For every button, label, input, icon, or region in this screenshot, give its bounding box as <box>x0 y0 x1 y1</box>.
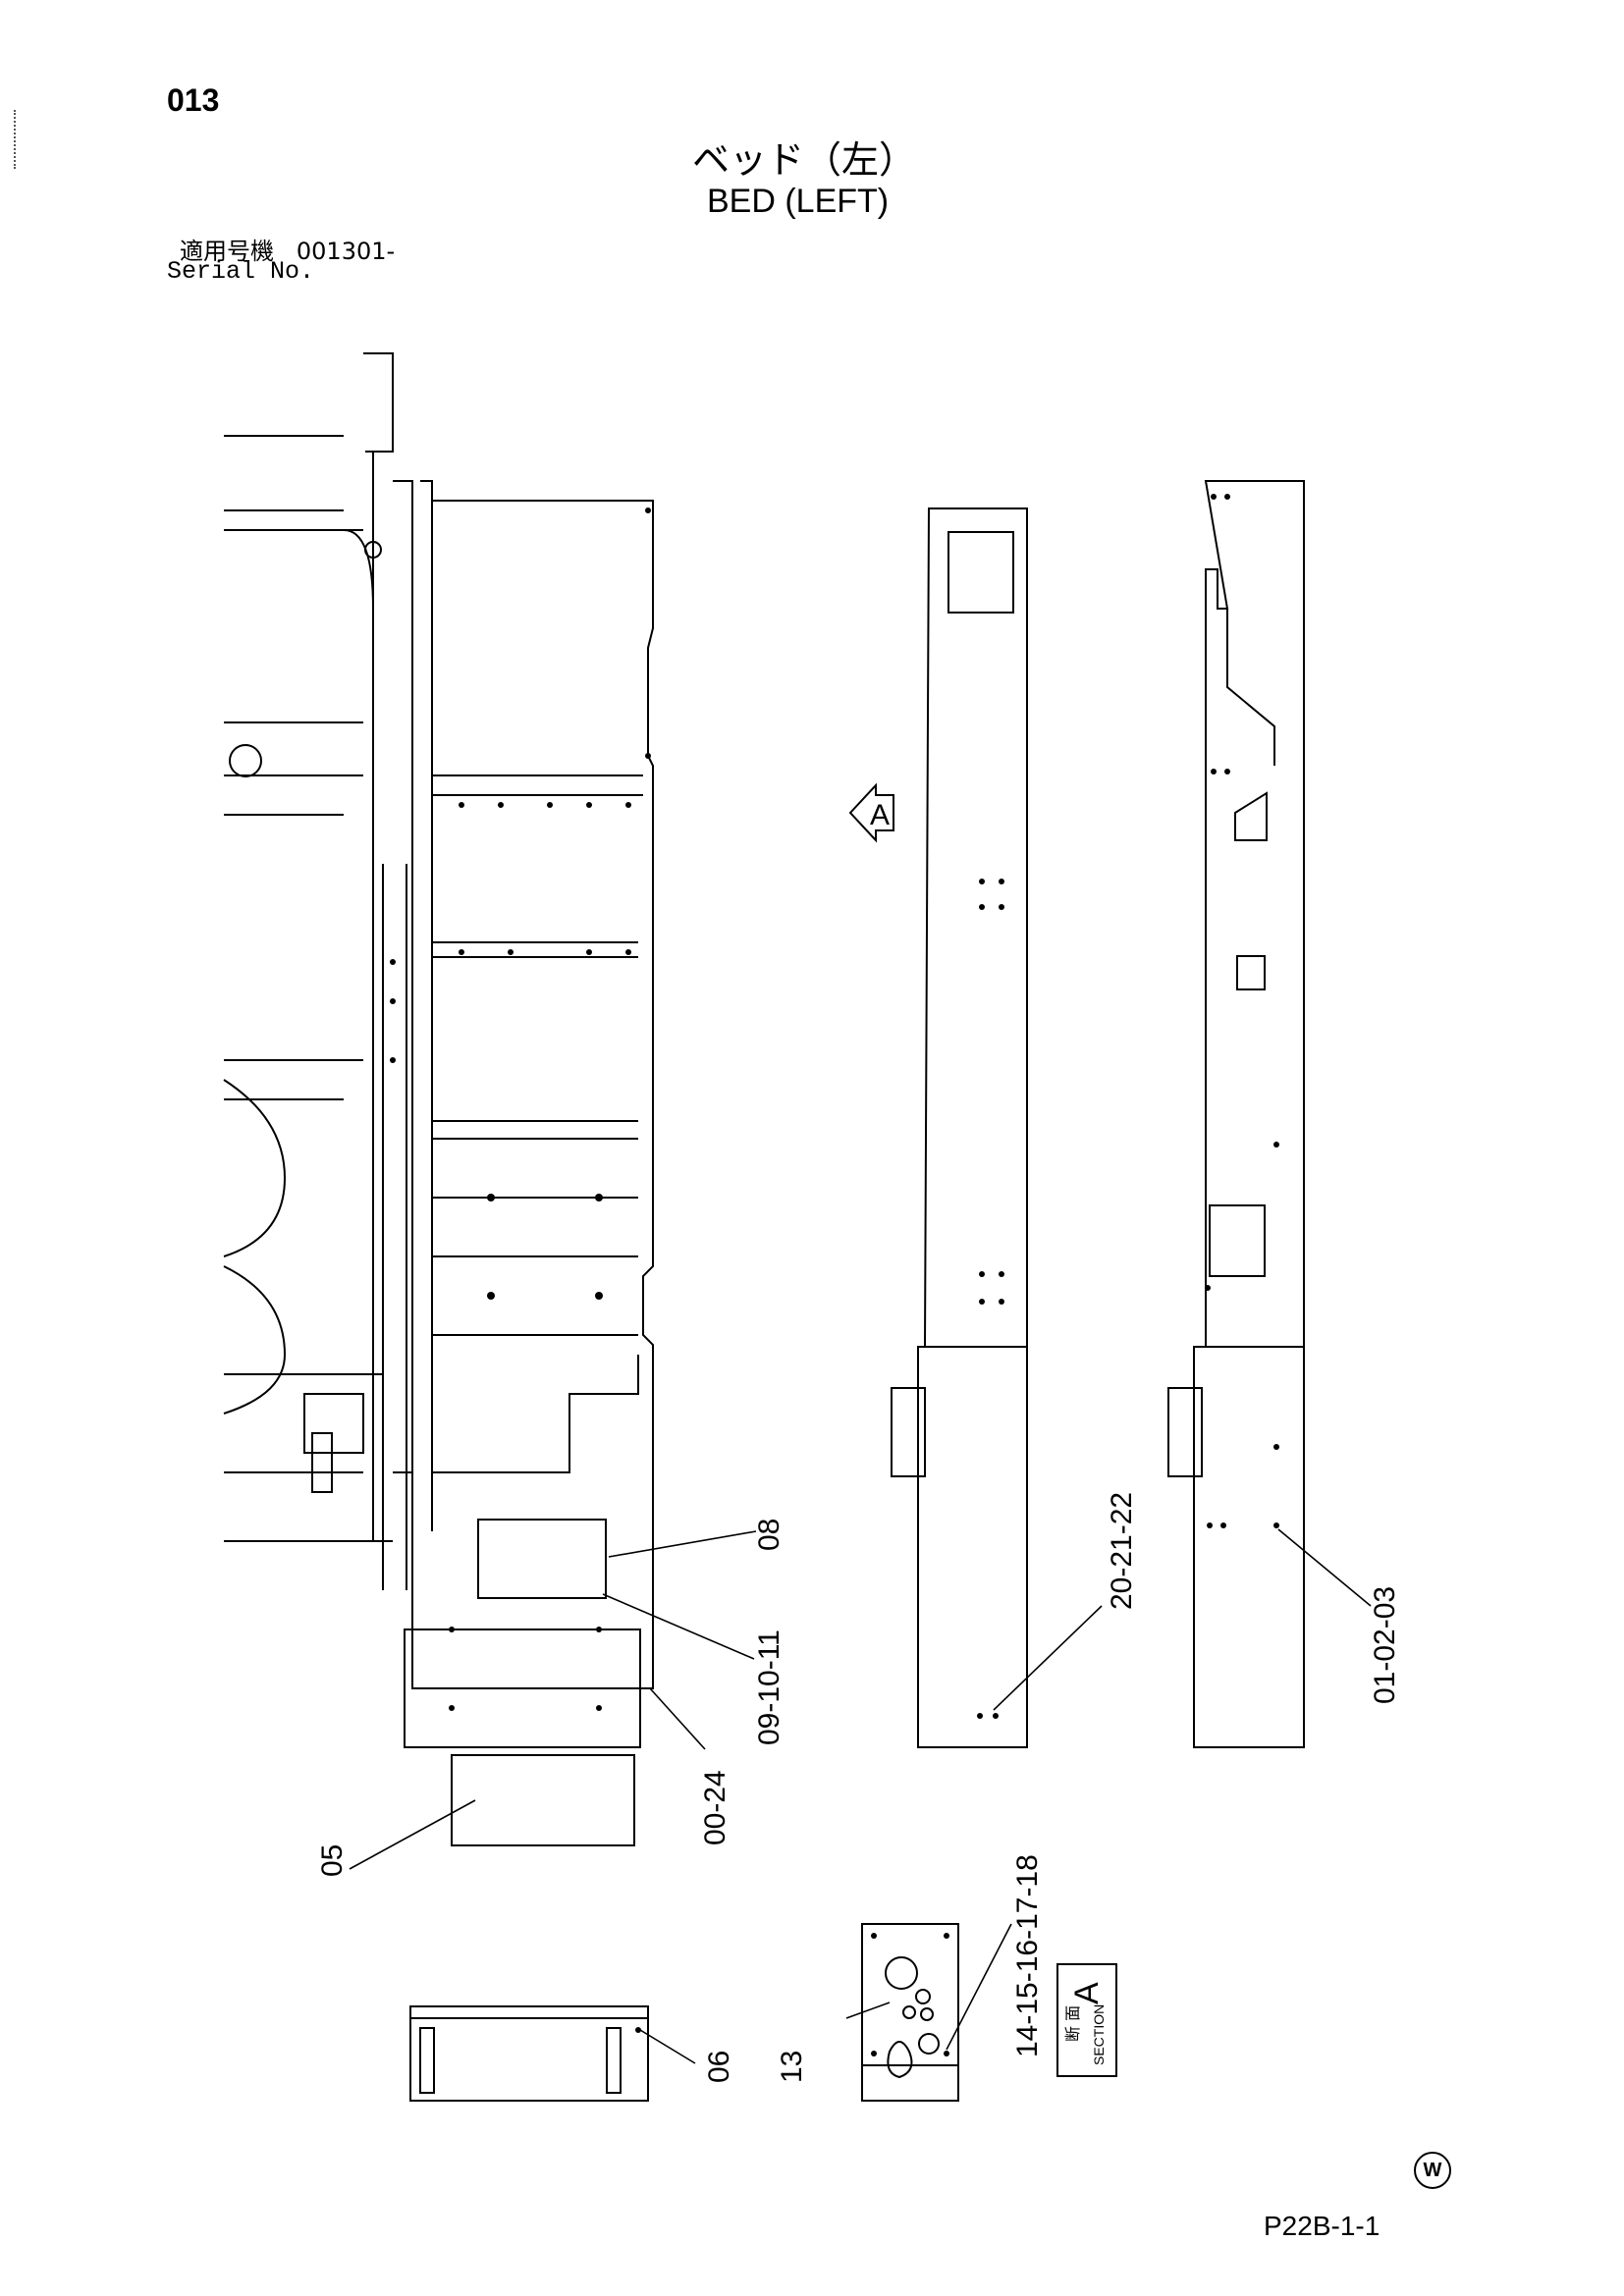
serial-number-value: 001301- <box>296 238 396 265</box>
page-title-japanese: ベッド（左） <box>692 138 917 182</box>
side-panel-front-view <box>848 507 1028 1748</box>
section-a-label-box <box>1056 1963 1117 2077</box>
callout-06: 06 <box>703 2051 735 2083</box>
serial-label-english: Serial No. <box>167 257 315 286</box>
side-panel-rear-view <box>1167 480 1305 1748</box>
serial-label-japanese: 適用号機 <box>180 238 274 265</box>
callout-20-21-22: 20-21-22 <box>1106 1492 1138 1610</box>
section-letter: A <box>1068 1982 1106 2004</box>
section-a-plate <box>861 1923 959 2102</box>
main-bed-assembly <box>223 352 654 1846</box>
w-mark: W <box>1414 2152 1451 2189</box>
callout-09-10-11: 09-10-11 <box>753 1629 785 1745</box>
margin-tick-marks <box>14 110 20 169</box>
lower-bracket <box>409 2005 649 2102</box>
section-label-english: SECTION <box>1091 2004 1107 2065</box>
callout-05: 05 <box>316 1844 349 1877</box>
leader-lines <box>349 1528 1372 2064</box>
page-number: 013 <box>167 82 220 118</box>
serial-label-row: 適用号機 001301- <box>180 232 395 266</box>
page-code: P22B-1-1 <box>1264 2211 1380 2241</box>
callout-08: 08 <box>753 1519 785 1551</box>
callout-00-24: 00-24 <box>699 1770 731 1845</box>
callout-14-15-16-17-18: 14-15-16-17-18 <box>1011 1854 1044 2057</box>
page-title-english: BED (LEFT) <box>707 183 890 220</box>
section-label-japanese: 断 面 <box>1063 2005 1082 2042</box>
view-arrow-letter: A <box>870 799 890 831</box>
callout-01-02-03: 01-02-03 <box>1369 1586 1401 1704</box>
view-a-arrow <box>848 782 894 843</box>
callout-13: 13 <box>776 2051 808 2083</box>
